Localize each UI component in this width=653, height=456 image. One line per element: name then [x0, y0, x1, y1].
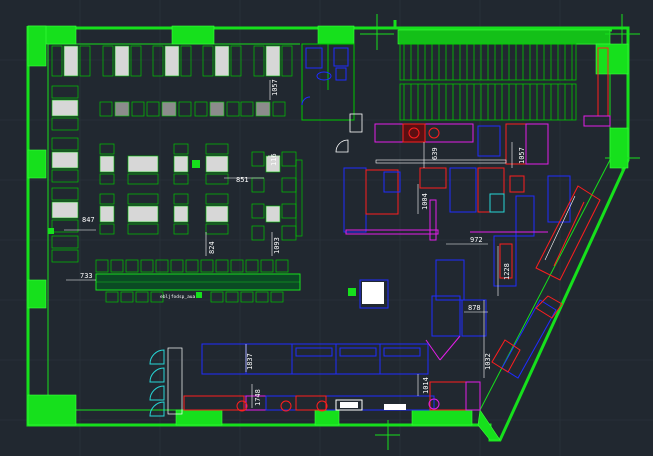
dim-847: 847 — [82, 216, 95, 224]
dim-733: 733 — [80, 272, 93, 280]
dim-639: 639 — [431, 147, 439, 160]
restroom — [301, 43, 363, 153]
slanted-counter — [491, 185, 601, 379]
left-booths — [51, 85, 79, 263]
top-row-tables — [51, 45, 293, 77]
dim-972: 972 — [470, 236, 483, 244]
wall-blocks — [27, 25, 629, 441]
dim-1228: 1228 — [503, 263, 511, 280]
dimension-labels: 1057 116 851 847 824 1093 733 639 1004 1… — [80, 79, 526, 406]
dim-1014: 1014 — [422, 377, 430, 394]
dim-1004: 1004 — [421, 193, 429, 210]
oven — [348, 279, 389, 309]
right-storage — [583, 47, 611, 127]
dim-1837: 1837 — [246, 353, 254, 370]
dim-1057-right: 1057 — [518, 147, 526, 164]
dim-878: 878 — [468, 304, 481, 312]
storage-racks — [399, 43, 577, 121]
dim-1057-top: 1057 — [271, 79, 279, 96]
counter-area: ebljfodsp_aua — [95, 259, 301, 303]
center-tables — [48, 143, 303, 241]
dim-1032: 1032 — [484, 353, 492, 370]
crosshair-markers — [360, 14, 640, 450]
dim-116: 116 — [270, 153, 278, 166]
dim-824: 824 — [208, 241, 216, 254]
cyan-booths — [149, 347, 183, 417]
serving-counter — [183, 343, 481, 412]
dim-851: 851 — [236, 176, 249, 184]
dim-1093: 1093 — [273, 237, 281, 254]
dim-1748: 1748 — [254, 389, 262, 406]
kitchen-equipment — [343, 123, 571, 361]
dimensions — [64, 80, 513, 408]
second-row-tables — [99, 101, 286, 117]
counter-label: ebljfodsp_aua — [160, 294, 196, 300]
